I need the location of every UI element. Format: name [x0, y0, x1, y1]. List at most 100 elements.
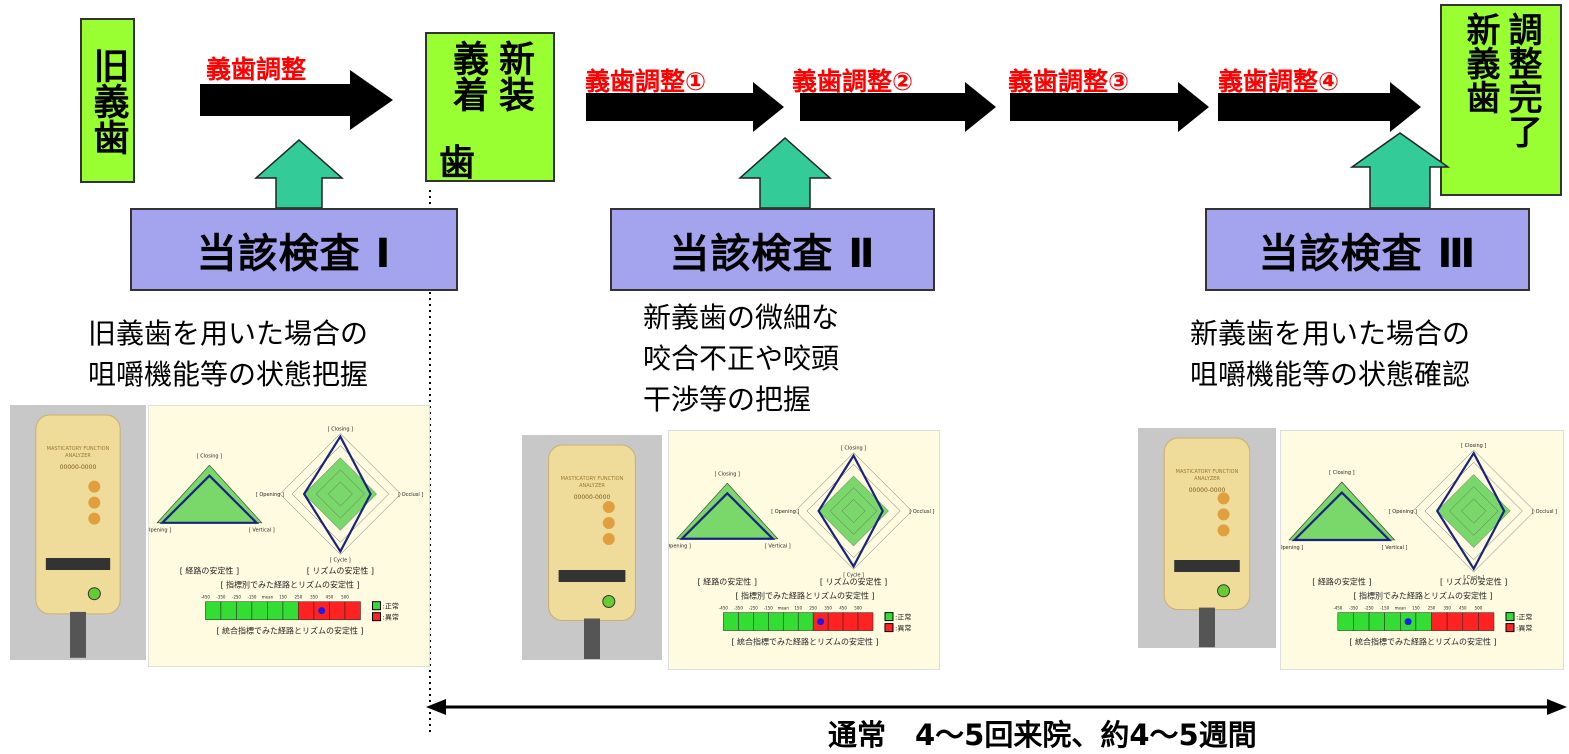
rhythm-radar-ring	[806, 464, 901, 558]
exam-box-1: 当該検査 Ⅰ	[130, 208, 458, 291]
exam-label-3: 当該検査 Ⅲ	[1258, 230, 1477, 277]
scale-tick-label: -250	[1365, 606, 1375, 611]
caption-path-stability: [ 経路の安定性 ]	[698, 577, 757, 587]
device-text-3: 00000-0000	[574, 494, 611, 501]
rhythm-radar-ring	[794, 452, 913, 570]
scale-tick-label: -450	[201, 595, 211, 600]
caption-rhythm-stability: [ リズムの安定性 ]	[1440, 577, 1507, 587]
device-led	[602, 595, 616, 608]
legend-normal-label: :正常	[895, 613, 911, 622]
rhythm-label-closing: [ Closing ]	[328, 427, 353, 433]
device-display	[558, 570, 626, 582]
legend-abnormal-swatch	[1505, 623, 1515, 633]
chart-panel-3: [ Closing ][ Opening ][ Vertical ][ Clos…	[1275, 430, 1564, 670]
scale-tick-label: 250	[1428, 606, 1436, 611]
legend-abnormal-label: :異常	[895, 624, 911, 633]
legend-normal-swatch	[1505, 612, 1515, 622]
path-radar-area	[1288, 481, 1396, 541]
new-denture-col3: 歯	[439, 143, 476, 184]
stability-marker	[318, 607, 326, 615]
scale-cell	[782, 612, 799, 631]
device-led	[87, 587, 101, 601]
legend-normal-label: :正常	[1516, 613, 1532, 622]
description-3-line2: 咀嚼機能等の状態確認	[1190, 358, 1471, 391]
device-button	[1217, 524, 1230, 537]
scale-cell	[768, 612, 784, 631]
scale-tick-label: 150	[279, 595, 287, 600]
scale-tick-label: -350	[1349, 606, 1359, 611]
rhythm-radar-ring	[327, 481, 353, 507]
scale-cell	[282, 601, 299, 620]
legend-normal-swatch	[372, 601, 381, 611]
caption-path-stability: [ 経路の安定性 ]	[1312, 577, 1371, 587]
scale-cell	[236, 601, 253, 620]
scale-tick-label: mean	[1395, 606, 1407, 611]
path-radar-line	[1291, 490, 1392, 542]
new-denture-col2: 義着	[447, 40, 488, 112]
scale-tick-label: -150	[1380, 606, 1390, 611]
device-text-1: MASTICATORY FUNCTION	[561, 476, 624, 482]
chart-panel-2: [ Closing ][ Opening ][ Vertical ][ Clos…	[663, 430, 940, 670]
scale-tick-label: -450	[1333, 606, 1343, 611]
scale-tick-label: 350	[824, 606, 832, 611]
scale-tick-label: -250	[232, 595, 242, 600]
radar-label-opening: [ Opening ]	[149, 528, 171, 534]
device-button	[1217, 508, 1230, 521]
device-display	[1174, 560, 1240, 572]
radar-label-opening: [ Opening ]	[669, 543, 691, 549]
scale-cell	[344, 601, 361, 620]
scale-tick-label: 150	[1412, 606, 1420, 611]
scale-cell	[738, 612, 754, 631]
device-button	[1217, 492, 1230, 505]
caption-by-index: [ 指標別でみた経路とリズムの安定性 ]	[220, 580, 359, 590]
scale-cell	[1353, 612, 1370, 631]
caption-integrated: [ 統合指標でみた経路とリズムの安定性 ]	[216, 626, 363, 636]
final-col1: 新義歯	[1460, 12, 1500, 114]
scale-cell	[753, 612, 769, 631]
caption-path-stability: [ 経路の安定性 ]	[180, 566, 239, 576]
radar-label-vertical: [ Vertical ]	[1382, 545, 1408, 551]
scale-tick-label: 500	[1475, 606, 1483, 611]
up-arrow-2	[738, 136, 832, 209]
scale-cell	[827, 612, 844, 631]
description-3-line1: 新義歯を用いた場合の	[1190, 317, 1471, 350]
device-text-2: ANALYZER	[1194, 476, 1220, 482]
radar-label-closing: [ Closing ]	[197, 453, 222, 459]
description-1: 旧義歯を用いた場合の 咀嚼機能等の状態把握	[88, 313, 368, 395]
description-2-line2: 咬合不正や咬頭	[643, 342, 840, 375]
device-button	[88, 480, 101, 493]
device-button	[88, 512, 101, 525]
device-button	[602, 501, 615, 513]
scale-cell	[1446, 612, 1464, 631]
exam-label-2: 当該検査 Ⅱ	[669, 230, 876, 277]
exam-box-2: 当該検査 Ⅱ	[610, 208, 935, 291]
device-text-1: MASTICATORY FUNCTION	[47, 446, 110, 452]
description-1-line1: 旧義歯を用いた場合の	[88, 317, 369, 350]
scale-cell	[1462, 612, 1479, 631]
caption-rhythm-stability: [ リズムの安定性 ]	[820, 577, 887, 587]
scale-cell	[857, 612, 874, 631]
scale-cell	[1337, 612, 1354, 631]
rhythm-label-cycle: [ Cycle ]	[843, 572, 864, 578]
scale-tick-label: 350	[1443, 606, 1451, 611]
scale-cell	[1415, 612, 1432, 631]
rhythm-label-closing: [ Closing ]	[841, 446, 866, 452]
description-3: 新義歯を用いた場合の 咀嚼機能等の状態確認	[1190, 313, 1470, 395]
scale-cell	[1431, 612, 1448, 631]
scale-tick-label: -450	[719, 606, 729, 611]
scale-tick-label: 500	[854, 606, 862, 611]
caption-integrated: [ 統合指標でみた経路とリズムの安定性 ]	[1349, 637, 1496, 647]
scale-cell	[797, 612, 814, 631]
scale-cell	[205, 601, 222, 620]
exam-box-3: 当該検査 Ⅲ	[1205, 208, 1530, 291]
timeline-left-head	[426, 699, 446, 715]
final-col2: 調整完了	[1502, 12, 1542, 148]
rhythm-label-cycle: [ Cycle ]	[330, 557, 351, 563]
device-text-2: ANALYZER	[65, 453, 91, 459]
legend-abnormal-label: :異常	[383, 613, 399, 622]
timeline-label: 通常 4〜5回来院、約4〜5週間	[828, 718, 1257, 752]
legend-normal-label: :正常	[383, 602, 399, 611]
description-2-line1: 新義歯の微細な	[643, 301, 840, 334]
stability-marker	[1404, 618, 1412, 626]
